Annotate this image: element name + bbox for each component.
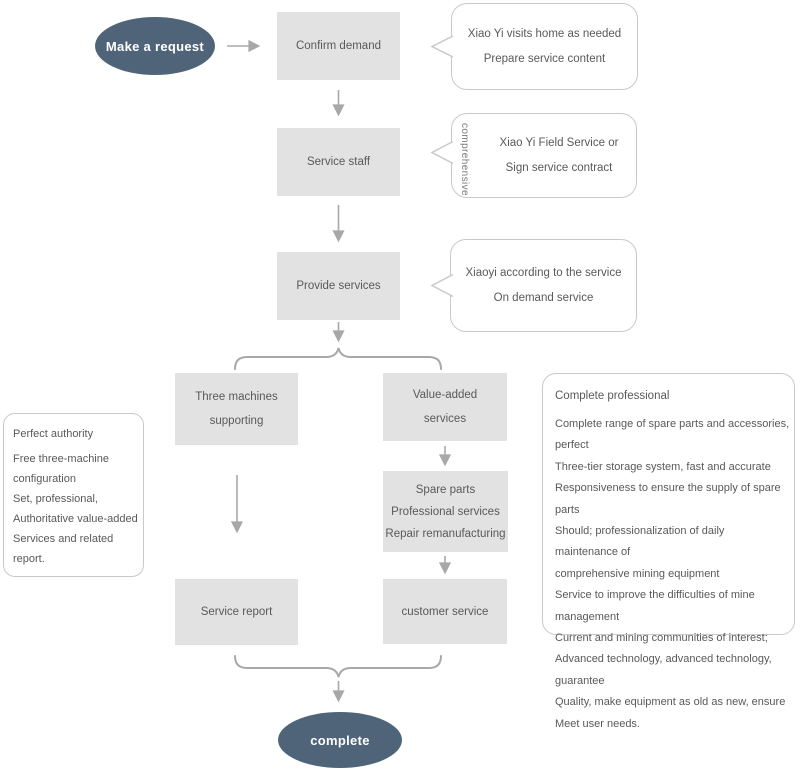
step-label: customer service	[401, 605, 489, 618]
callout-line: Sign service contract	[505, 161, 613, 174]
panel-line: Service to improve the difficulties of m…	[555, 589, 755, 623]
step-service-report: Service report	[175, 579, 298, 645]
callout-line: Prepare service content	[483, 52, 606, 65]
panel-title: Complete professional	[555, 390, 670, 402]
callout-line: On demand service	[493, 291, 594, 304]
complete-professional-panel: Complete professional Complete range of …	[542, 373, 795, 730]
step-customer-service: customer service	[383, 579, 507, 644]
branch-brace-top	[234, 347, 442, 370]
panel-line: Authoritative value-added	[13, 513, 138, 525]
panel-line: Current and mining communities of intere…	[555, 632, 768, 645]
comprehensive-vertical-label: comprehensive	[459, 123, 470, 197]
panel-line: comprehensive mining equipment	[555, 567, 720, 580]
step-service-staff: Service staff	[277, 128, 400, 196]
step-label-line: supporting	[209, 415, 264, 427]
step-confirm-demand: Confirm demand	[277, 12, 400, 80]
panel-line: Services and related	[13, 533, 114, 545]
start-label: Make a request	[105, 38, 205, 54]
callout-visit-home: Xiao Yi visits home as needed Prepare se…	[451, 3, 638, 90]
complete-terminal: complete	[278, 712, 402, 768]
step-label-line: Professional services	[391, 505, 500, 518]
step-label: Service report	[200, 606, 273, 618]
step-label-line: Repair remanufacturing	[385, 527, 506, 540]
panel-line: Should; professionalization of daily mai…	[555, 525, 725, 559]
step-label-line: services	[423, 413, 467, 425]
callout-on-demand: Xiaoyi according to the service On deman…	[450, 239, 637, 332]
panel-line: Complete range of spare parts and access…	[555, 418, 790, 452]
panel-line: Free three-machine configuration	[13, 453, 109, 485]
step-value-added-services: Value-added services	[383, 373, 507, 441]
callout-tail-visit	[430, 35, 454, 58]
step-label-line: Value-added	[412, 389, 478, 401]
callout-line: Xiao Yi visits home as needed	[467, 27, 622, 40]
step-label: Provide services	[296, 280, 381, 292]
step-label: Confirm demand	[295, 40, 381, 52]
panel-line: report.	[13, 553, 45, 565]
callout-line: Xiao Yi Field Service or	[499, 136, 619, 149]
callout-field-service: Xiao Yi Field Service or Sign service co…	[451, 113, 637, 198]
complete-label: complete	[310, 732, 370, 748]
panel-line: Set, professional,	[13, 493, 98, 505]
perfect-authority-panel: Perfect authority Free three-machine con…	[3, 413, 144, 577]
callout-tail-field	[430, 140, 454, 165]
panel-line: Three-tier storage system, fast and accu…	[555, 460, 771, 473]
step-three-machines-supporting: Three machines supporting	[175, 373, 298, 445]
callout-line: Xiaoyi according to the service	[465, 266, 622, 279]
step-provide-services: Provide services	[277, 252, 400, 320]
panel-title: Perfect authority	[13, 428, 94, 440]
panel-line: Advanced technology, advanced technology…	[555, 653, 772, 687]
panel-line: Meet user needs.	[555, 717, 640, 730]
panel-line: Quality, make equipment as old as new, e…	[555, 696, 786, 709]
start-terminal: Make a request	[95, 17, 215, 75]
step-spare-parts-services: Spare parts Professional services Repair…	[383, 471, 508, 552]
step-label: Service staff	[306, 156, 371, 168]
panel-line: Responsiveness to ensure the supply of s…	[555, 482, 781, 516]
merge-brace-bottom	[234, 655, 442, 678]
step-label-line: Spare parts	[415, 483, 476, 496]
step-label-line: Three machines	[195, 391, 278, 403]
